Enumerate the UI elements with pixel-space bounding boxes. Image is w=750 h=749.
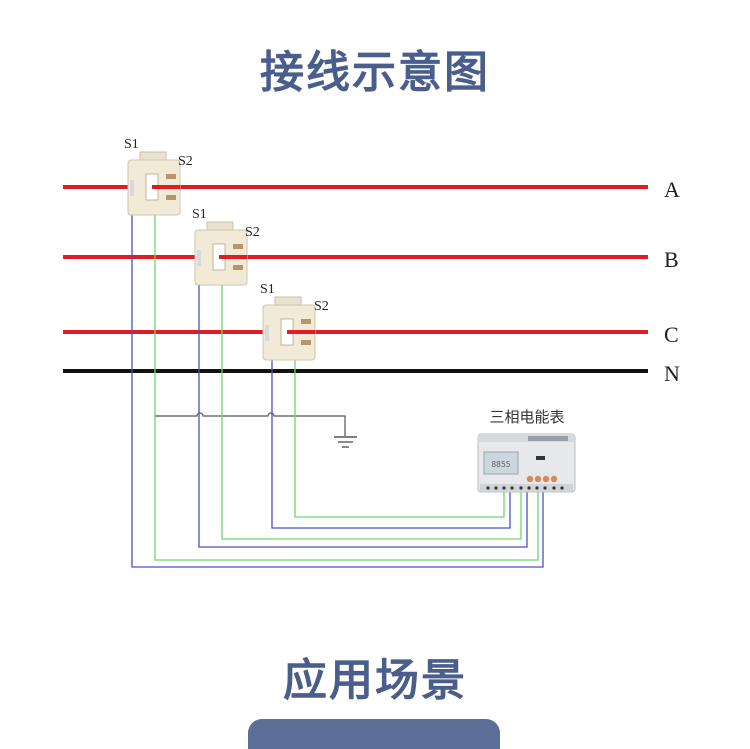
meter-display: 8855 — [491, 460, 510, 469]
ct-c-s2-label: S2 — [314, 299, 329, 314]
ct-b-s1-label: S1 — [192, 207, 207, 222]
ct-c-s1-wire — [271, 350, 511, 529]
ct-a-s1-wire — [131, 205, 544, 568]
ct-c-s1-label: S1 — [260, 282, 275, 297]
ground-wire — [154, 412, 346, 436]
wiring-diagram-title: 接线示意图 — [260, 47, 490, 98]
ct-b-s1-wire — [198, 275, 528, 548]
phase-label-n: N — [664, 361, 680, 386]
wiring-diagram: A B C N S1 S2 S1 S2 — [63, 137, 680, 568]
ground-icon — [334, 436, 357, 448]
phase-label-a: A — [664, 177, 680, 202]
phase-label-c: C — [664, 322, 679, 347]
meter-label: 三相电能表 — [489, 408, 564, 426]
application-scenario-title: 应用场景 — [283, 655, 467, 706]
ct-a-s1-label: S1 — [124, 137, 139, 152]
ct-a-s2-label: S2 — [178, 154, 193, 169]
ct-b-s2-wire — [221, 275, 522, 540]
ct-a-s2-wire — [154, 205, 539, 561]
current-transformer-b — [194, 221, 248, 286]
current-transformer-a — [127, 151, 181, 216]
ct-b-s2-label: S2 — [245, 225, 260, 240]
ct-c-s2-wire — [294, 350, 505, 518]
three-phase-energy-meter: 8855 — [477, 433, 576, 493]
current-transformer-c — [262, 296, 316, 361]
application-card-top — [248, 719, 500, 749]
phase-label-b: B — [664, 247, 679, 272]
